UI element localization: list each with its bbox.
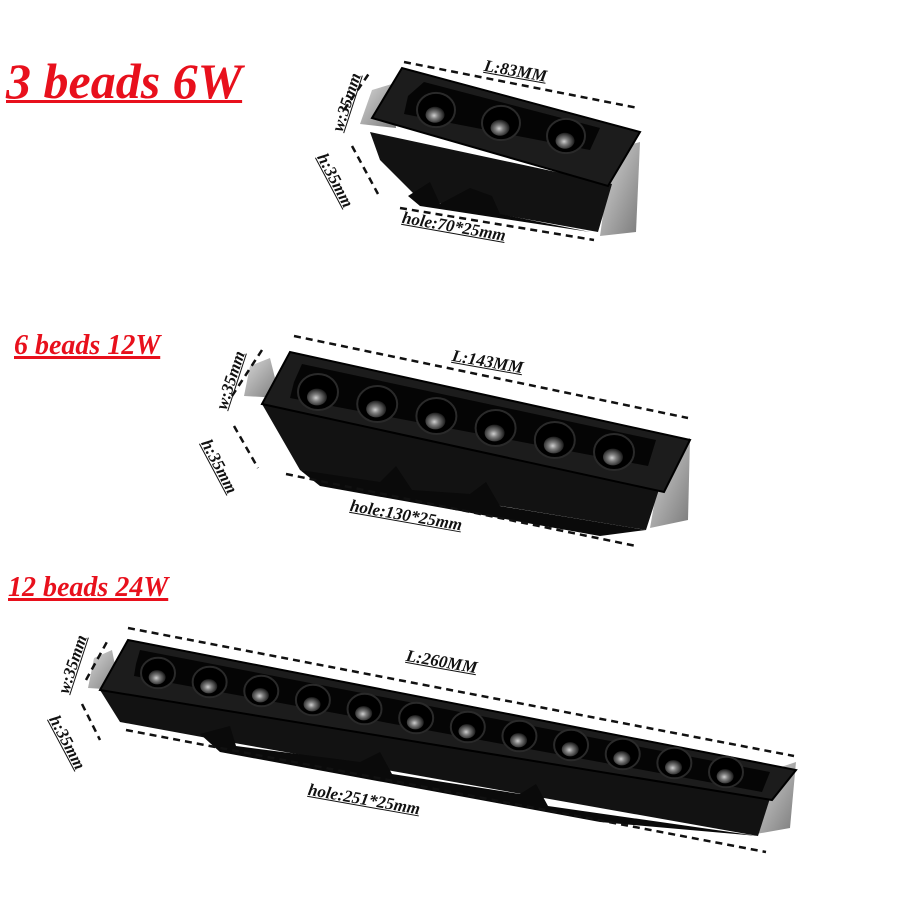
lens-reflector	[200, 679, 218, 694]
lens-reflector	[490, 119, 510, 136]
lens-reflector	[307, 388, 327, 406]
product-title-12-beads: 12 beads 24W	[8, 572, 169, 603]
lens-reflector	[603, 448, 623, 466]
fixture-3-beads	[360, 66, 642, 236]
lens-reflector	[665, 760, 683, 775]
lens-reflector	[303, 697, 321, 712]
fixture-6-beads	[244, 350, 692, 536]
fixture-body	[262, 404, 662, 530]
lens-group	[416, 91, 586, 155]
fixture-feet	[300, 466, 646, 536]
lens-reflector	[543, 436, 564, 454]
lens-reflector	[406, 715, 424, 730]
lens-group	[297, 373, 635, 471]
product-title-6-beads: 6 beads 12W	[14, 330, 161, 361]
fixture-12-beads	[88, 638, 798, 836]
lens-reflector	[458, 724, 476, 739]
lens-reflector	[510, 733, 528, 748]
lens-reflector	[148, 670, 166, 685]
lens-group	[140, 656, 744, 789]
fixture-body	[370, 132, 612, 232]
fixture-body	[100, 690, 772, 836]
lens-reflector	[613, 751, 631, 766]
lens-reflector	[425, 106, 445, 123]
fixture-feet	[408, 182, 590, 232]
lens-reflector	[484, 424, 505, 442]
lens-reflector	[555, 132, 575, 149]
dimension-lines	[80, 60, 795, 854]
lens-reflector	[251, 688, 269, 703]
lens-reflector	[425, 412, 446, 430]
product-title-3-beads: 3 beads 6W	[6, 53, 243, 109]
lens-reflector	[716, 769, 734, 784]
lens-reflector	[366, 400, 387, 418]
lens-reflector	[561, 742, 579, 757]
lens-reflector	[355, 706, 373, 721]
